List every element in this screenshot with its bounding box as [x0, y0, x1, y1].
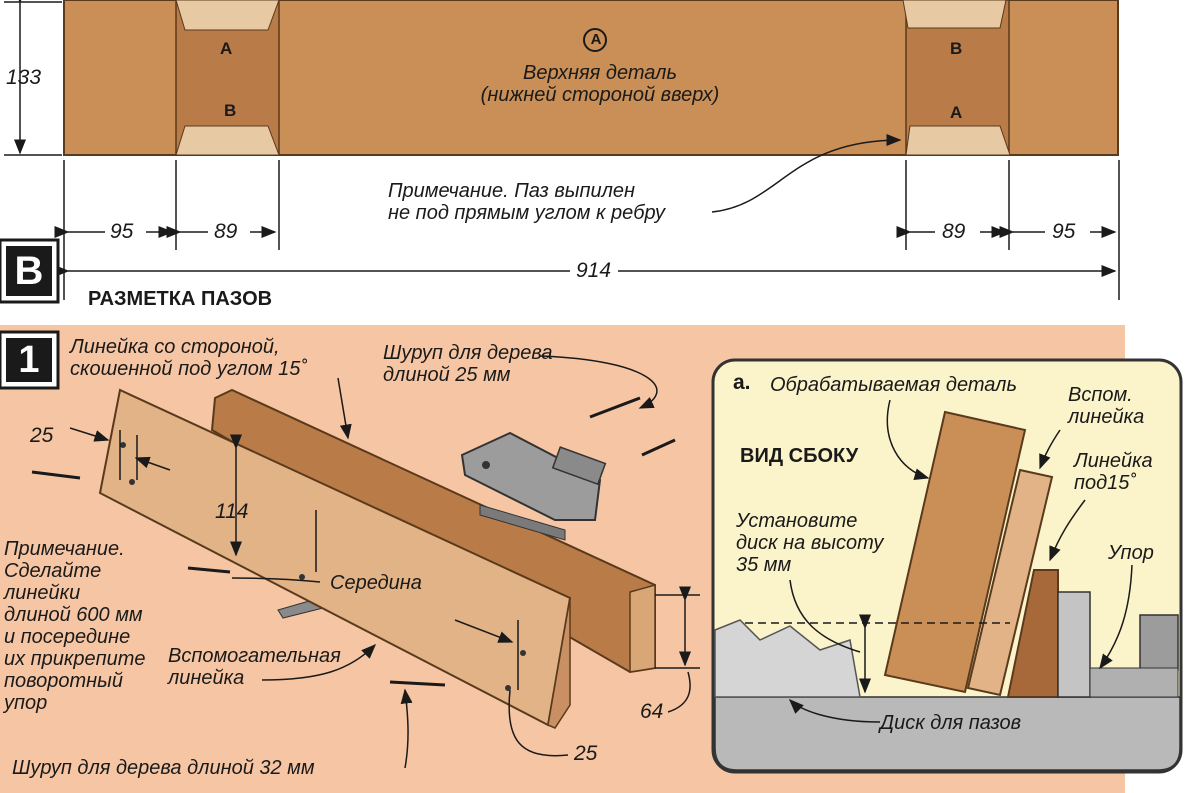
dim-25-top: 25	[30, 424, 54, 447]
right-slot-letter-bottom: A	[950, 103, 963, 122]
miter-gauge	[277, 431, 607, 619]
dimension-lines-b	[4, 0, 1120, 300]
section-b-title: РАЗМЕТКА ПАЗОВ	[88, 288, 273, 310]
aux-fence-inset-label: Вспом. линейка	[1068, 384, 1145, 428]
top-part-label: Верхняя деталь (нижней стороной вверх)	[480, 62, 720, 106]
right-slot-letter-top: B	[950, 39, 963, 58]
dim-left-slot: 89	[214, 220, 238, 243]
auxiliary-fence	[98, 388, 572, 729]
figure-1-badge: 1	[18, 339, 40, 381]
section-b-badge: B	[14, 249, 44, 293]
left-slot-letter-top: A	[220, 39, 233, 58]
screws	[31, 396, 676, 687]
section-b-badge-box	[0, 238, 60, 304]
leader-lines-inset	[788, 399, 1133, 723]
fence-15-label: Линейка под15˚	[1074, 450, 1153, 494]
dim-height: 133	[6, 66, 42, 89]
dado-blade-label: Диск для пазов	[880, 712, 1022, 734]
side-view-title: ВИД СБОКУ	[740, 445, 859, 467]
dim-total-length: 914	[576, 259, 612, 282]
inset-side-view	[711, 358, 1183, 774]
dim-114: 114	[215, 500, 249, 523]
top-screw-label: Шуруп для дерева длиной 25 мм	[383, 342, 553, 386]
middle-label: Середина	[330, 572, 422, 594]
fence-label: Линейка со стороной, скошенной под углом…	[70, 336, 308, 380]
dim-64: 64	[640, 700, 664, 723]
dim-right-slot: 89	[942, 220, 966, 243]
dim-25-bottom: 25	[574, 742, 598, 765]
inset-badge: a.	[733, 371, 751, 394]
blade-height-label: Установите диск на высоту 35 мм	[736, 510, 884, 576]
bottom-screw-label: Шуруп для дерева длиной 32 мм	[12, 757, 315, 779]
aux-fence-label: Вспомогательная линейка	[168, 645, 341, 689]
dim-right-margin: 95	[1052, 220, 1076, 243]
workpiece-label: Обрабатываемая деталь	[770, 374, 1017, 396]
slot-angle-note: Примечание. Паз выпилен не под прямым уг…	[388, 180, 665, 224]
stop-label: Упор	[1108, 542, 1154, 564]
leader-lines-fig1	[69, 355, 700, 769]
dim-left-margin: 95	[110, 220, 134, 243]
left-slot-letter-bottom: B	[224, 101, 237, 120]
top-part-marker: A	[590, 31, 602, 48]
top-part-board	[63, 0, 1119, 156]
fig1-note: Примечание. Сделайте линейки длиной 600 …	[4, 538, 146, 714]
